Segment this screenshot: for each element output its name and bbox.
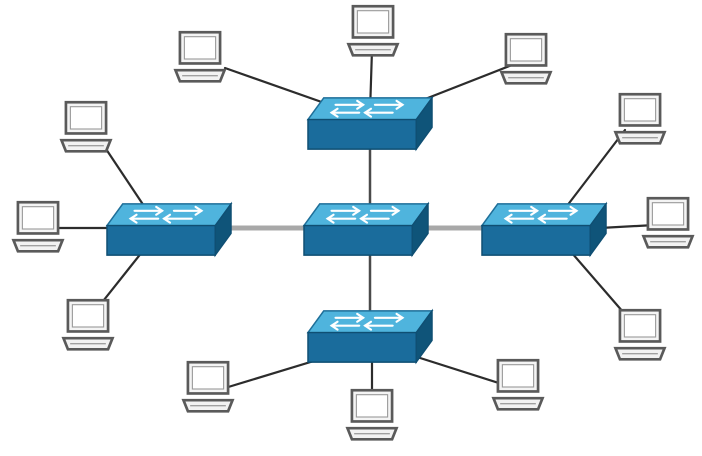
computer-icon [492, 358, 544, 411]
computer-icon [12, 200, 64, 253]
computer-icon [346, 388, 398, 441]
access-link [558, 128, 627, 217]
core-switch-icon [302, 202, 430, 257]
left-switch-icon [105, 202, 233, 257]
right-switch-icon [480, 202, 608, 257]
computer-icon [174, 30, 226, 83]
computer-icon [642, 196, 694, 249]
access-link [563, 243, 632, 322]
computer-icon [500, 32, 552, 85]
top-switch-icon [306, 96, 434, 151]
computer-icon [60, 100, 112, 153]
computer-icon [347, 4, 399, 57]
bottom-switch-icon [306, 309, 434, 364]
access-link [98, 138, 152, 217]
computer-icon [182, 360, 234, 413]
access-link [598, 223, 657, 230]
computer-icon [614, 308, 666, 361]
computer-icon [62, 298, 114, 351]
computer-icon [614, 92, 666, 145]
switches [105, 96, 608, 364]
